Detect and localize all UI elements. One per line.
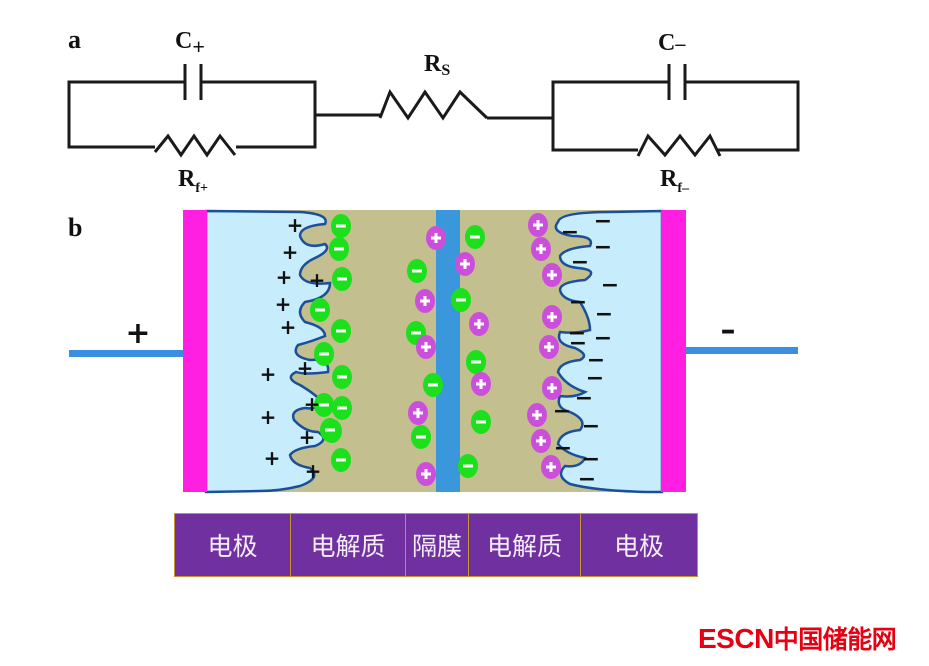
negative-charge-icon: − — [561, 220, 579, 245]
negative-charge-icon: − — [554, 436, 572, 461]
negative-charge-icon: − — [594, 235, 612, 260]
cation-icon — [471, 372, 491, 396]
anion-icon — [331, 319, 351, 343]
negative-charge-icon: − — [575, 386, 593, 411]
anion-icon — [329, 237, 349, 261]
negative-charge-icon: − — [601, 273, 619, 298]
right-resistor-zigzag — [636, 133, 722, 158]
anion-icon — [465, 225, 485, 249]
negative-charge-icon: − — [595, 302, 613, 327]
right-capacitor-label: C– — [658, 30, 686, 56]
cation-icon — [415, 289, 435, 313]
negative-charge-icon: − — [568, 321, 586, 346]
negative-charge-icon: − — [569, 290, 587, 315]
cation-icon — [408, 401, 428, 425]
anion-icon — [332, 396, 352, 420]
logo-cn-text: 中国储能网 — [773, 625, 897, 654]
left-resistor-label: Rf+ — [178, 166, 208, 196]
negative-charge-icon: − — [594, 209, 612, 234]
escn-watermark-logo: ESCN中国储能网 — [698, 620, 897, 656]
legend-cell-separator: 隔膜 — [406, 514, 469, 576]
positive-charge-icon: + — [260, 405, 277, 429]
positive-charge-icon: + — [287, 213, 304, 237]
anion-icon — [471, 410, 491, 434]
right-current-collector — [661, 210, 686, 492]
anion-icon — [332, 365, 352, 389]
cation-icon — [542, 305, 562, 329]
right-rc-circuit — [551, 64, 800, 158]
legend-cell-electrode-left: 电极 — [175, 514, 291, 576]
anion-icon — [451, 288, 471, 312]
anion-icon — [407, 259, 427, 283]
negative-terminal-wire — [684, 347, 798, 354]
negative-charge-icon: − — [578, 467, 596, 492]
left-current-collector — [183, 210, 207, 492]
panel-a-label: a — [68, 25, 81, 54]
left-resistor-zigzag — [153, 133, 237, 158]
left-rc-circuit — [67, 64, 317, 158]
cation-icon — [455, 252, 475, 276]
anion-icon — [458, 454, 478, 478]
positive-charge-icon: + — [260, 362, 277, 386]
anion-icon — [331, 214, 351, 238]
positive-charge-icon: + — [276, 265, 293, 289]
negative-charge-icon: − — [582, 414, 600, 439]
legend-cell-electrode-right: 电极 — [613, 532, 664, 561]
cation-icon — [469, 312, 489, 336]
positive-charge-icon: + — [299, 425, 316, 449]
negative-terminal-sign: – — [721, 313, 736, 348]
anion-icon — [310, 298, 330, 322]
cation-icon — [531, 237, 551, 261]
anion-icon — [423, 373, 443, 397]
series-resistor — [315, 88, 553, 121]
positive-charge-icon: + — [309, 268, 326, 292]
negative-charge-icon: − — [569, 331, 587, 356]
negative-charge-icon: − — [587, 348, 605, 373]
positive-charge-icon: + — [297, 356, 314, 380]
right-resistor-label: Rf– — [660, 166, 690, 196]
cation-icon — [527, 403, 547, 427]
layer-legend-bar: 电极 电解质 隔膜 电解质 电极 — [174, 513, 698, 577]
separator — [436, 210, 460, 492]
cation-icon — [542, 263, 562, 287]
electrode-charge-layer: +++++++++++++−−−−−−−−−−−−−−−−−− — [260, 209, 620, 492]
negative-charge-icon: − — [571, 250, 589, 275]
positive-charge-icon: + — [280, 315, 297, 339]
anion-icon — [411, 425, 431, 449]
positive-charge-icon: + — [264, 446, 281, 470]
cation-icon — [426, 226, 446, 250]
positive-terminal-wire — [69, 350, 183, 357]
cation-icon — [416, 335, 436, 359]
anion-icon — [331, 448, 351, 472]
legend-cell-electrolyte-left: 电解质 — [291, 514, 406, 576]
positive-terminal-sign: + — [125, 316, 150, 351]
cation-icon — [539, 335, 559, 359]
negative-charge-icon: − — [582, 447, 600, 472]
anion-icon — [466, 350, 486, 374]
legend-cell-electrolyte-right: 电解质 — [469, 514, 581, 576]
negative-charge-icon: − — [553, 399, 571, 424]
positive-charge-icon: + — [305, 459, 322, 483]
positive-charge-icon: + — [275, 292, 292, 316]
anion-icon — [332, 267, 352, 291]
anion-icon — [320, 418, 340, 442]
panel-b-label: b — [68, 213, 82, 242]
logo-en-text: ESCN — [698, 623, 774, 654]
series-resistor-label: RS — [424, 51, 450, 79]
anion-icon — [314, 342, 334, 366]
anion-icon — [314, 393, 334, 417]
negative-charge-icon: − — [594, 326, 612, 351]
cation-icon — [542, 376, 562, 400]
cation-icon — [531, 429, 551, 453]
cation-icon — [541, 455, 561, 479]
cation-icon — [416, 462, 436, 486]
right-electrode — [554, 209, 664, 494]
cation-icon — [528, 213, 548, 237]
positive-charge-icon: + — [304, 392, 321, 416]
left-capacitor-label: C+ — [175, 28, 205, 59]
ion-layer — [310, 213, 562, 486]
negative-charge-icon: − — [586, 366, 604, 391]
positive-charge-icon: + — [282, 240, 299, 264]
